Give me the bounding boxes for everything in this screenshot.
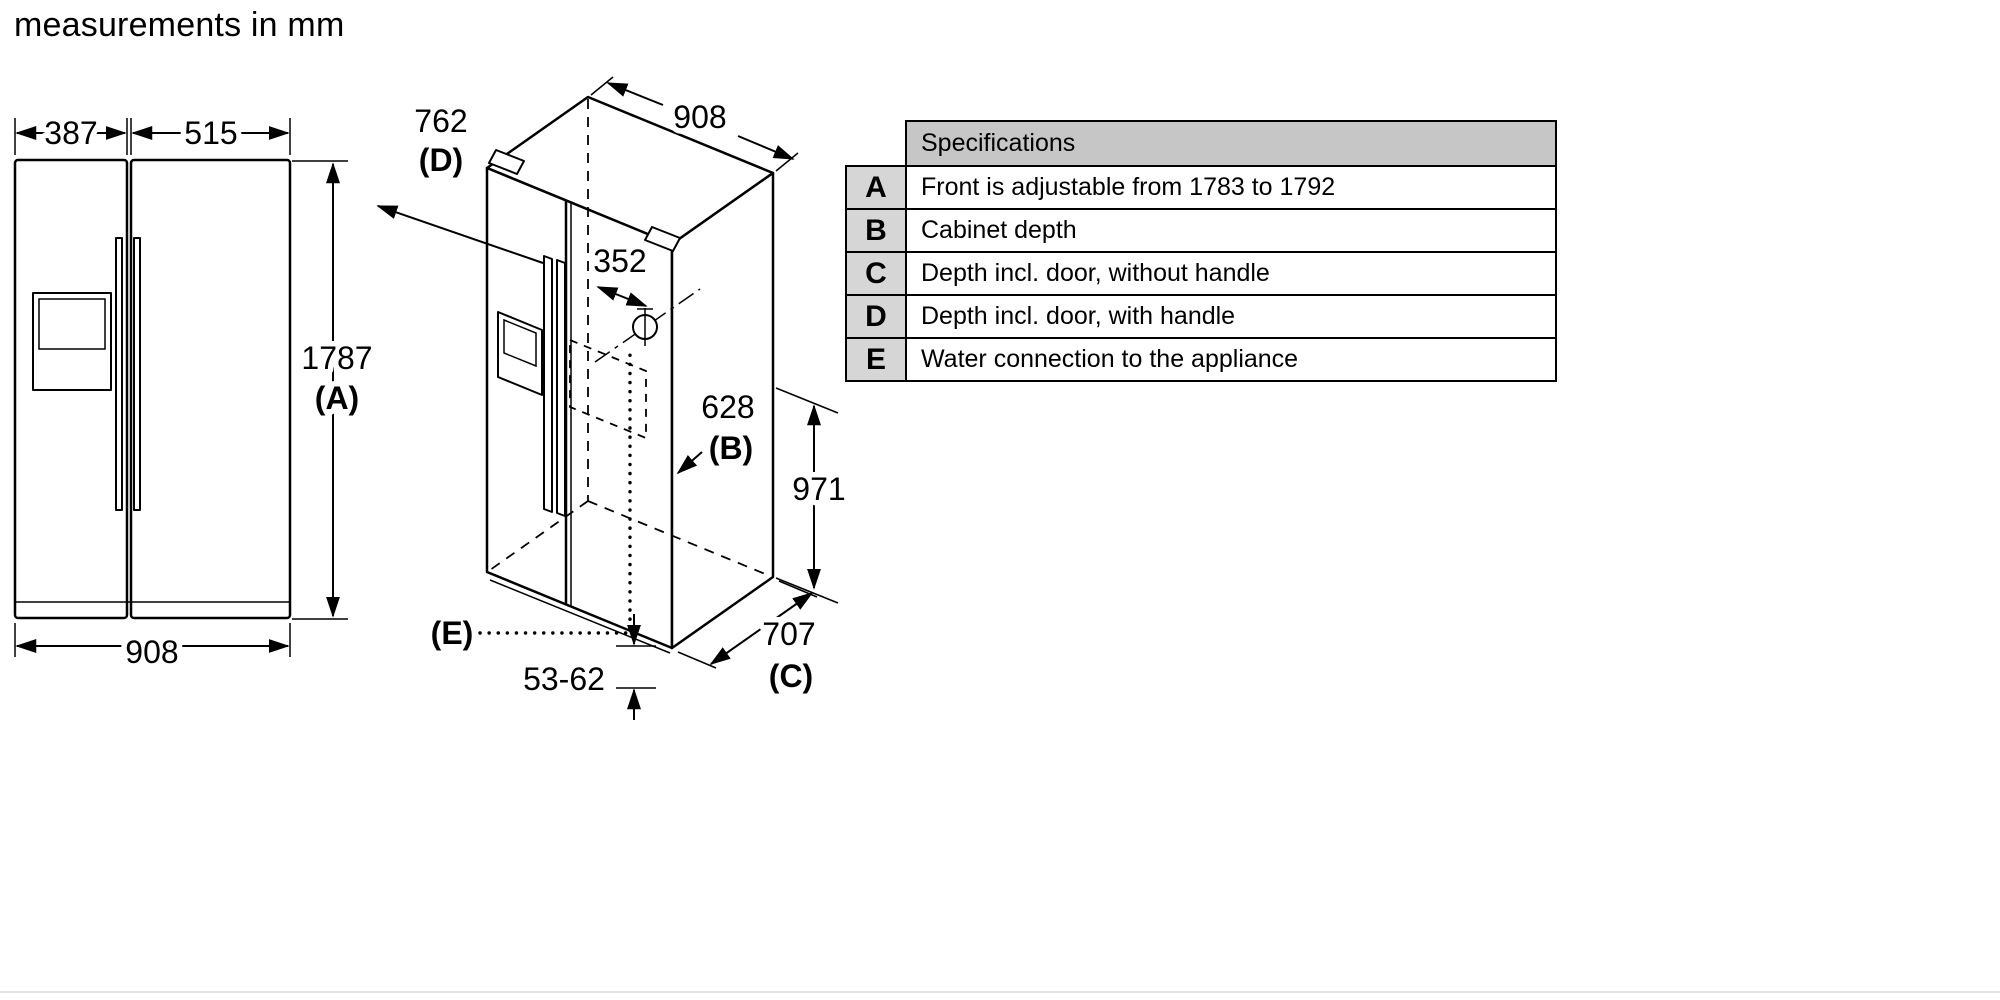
spec-corner-cell <box>846 121 906 166</box>
dim-line-707 <box>709 591 814 666</box>
dim-line-352 <box>596 286 648 307</box>
dim-water-offset: 352 <box>588 238 652 307</box>
specifications-table: Specifications A Front is adjustable fro… <box>845 120 1557 382</box>
dim-ref-C: (C) <box>769 658 813 694</box>
spec-desc-c: Depth incl. door, without handle <box>905 251 1557 296</box>
dim-label-1787: 1787 <box>301 340 372 376</box>
spec-row-d: D Depth incl. door, with handle <box>845 294 1557 339</box>
front-right-handle <box>133 237 141 511</box>
spec-row-e: E Water connection to the appliance <box>845 337 1557 382</box>
spec-table-header: Specifications <box>905 120 1557 167</box>
dim-label-971: 971 <box>792 471 845 507</box>
dim-depth-with-handle: 762 (D) <box>376 98 544 264</box>
dim-line-762 <box>376 205 544 264</box>
dim-water-height: 971 <box>775 387 851 604</box>
dim-label-515: 515 <box>184 115 237 151</box>
dim-water-floor-clearance: 53-62 <box>518 614 656 720</box>
iso-dispenser <box>497 311 543 396</box>
front-right-door <box>129 158 292 620</box>
front-left-handle <box>115 237 123 511</box>
dispenser <box>32 292 112 391</box>
dim-ref-D: (D) <box>419 142 463 178</box>
spec-key-e: E <box>845 337 907 382</box>
dim-front-height: 1787 (A) <box>292 160 378 620</box>
dim-label-628: 628 <box>701 389 754 425</box>
spec-row-b: B Cabinet depth <box>845 208 1557 253</box>
bottom-divider <box>0 991 2000 993</box>
dim-ref-A: (A) <box>315 380 359 416</box>
iso-handle-bar-2 <box>556 259 566 517</box>
spec-key-d: D <box>845 294 907 339</box>
dim-label-387: 387 <box>44 115 97 151</box>
spec-key-b: B <box>845 208 907 253</box>
dim-cabinet-depth: 628 (B) <box>676 384 760 475</box>
dispenser-panel <box>38 298 106 350</box>
spec-desc-d: Depth incl. door, with handle <box>905 294 1557 339</box>
iso-hinge-top-right <box>644 226 681 252</box>
iso-dispenser-panel <box>503 318 537 368</box>
dim-label-762: 762 <box>414 103 467 139</box>
dim-front-widths: 387 515 <box>14 110 291 157</box>
dim-depth-without-handle: 707 (C) <box>677 580 821 700</box>
spec-header-row: Specifications <box>846 120 1557 167</box>
spec-row-a: A Front is adjustable from 1783 to 1792 <box>845 165 1557 210</box>
iso-hidden-bottom-right <box>587 500 771 577</box>
dim-ref-E: (E) <box>431 615 474 651</box>
spec-row-c: C Depth incl. door, without handle <box>845 251 1557 296</box>
spec-key-a: A <box>845 165 907 210</box>
iso-right-face <box>670 171 775 650</box>
water-connection-callout: (E) <box>425 610 479 657</box>
spec-key-c: C <box>845 251 907 296</box>
dim-label-908-top: 908 <box>673 99 726 135</box>
dim-line-628 <box>676 451 703 475</box>
spec-desc-b: Cabinet depth <box>905 208 1557 253</box>
iso-handle-bar-1 <box>543 255 553 513</box>
iso-hinge-top-left <box>488 149 525 175</box>
iso-view <box>478 95 775 654</box>
dim-line-908-top-b <box>737 135 795 160</box>
dim-top-width: 908 <box>590 76 799 172</box>
dim-front-total-width: 908 <box>14 623 291 676</box>
dim-line-908-top-a <box>606 82 664 106</box>
dim-label-352: 352 <box>593 243 646 279</box>
page-title: measurements in mm <box>14 6 345 44</box>
dim-label-707: 707 <box>762 616 815 652</box>
water-valve-icon <box>594 288 701 363</box>
spec-desc-a: Front is adjustable from 1783 to 1792 <box>905 165 1557 210</box>
dim-label-908-front: 908 <box>125 634 178 670</box>
dim-ref-B: (B) <box>709 430 753 466</box>
spec-desc-e: Water connection to the appliance <box>905 337 1557 382</box>
front-view <box>13 158 292 620</box>
dim-label-53-62: 53-62 <box>523 661 605 697</box>
